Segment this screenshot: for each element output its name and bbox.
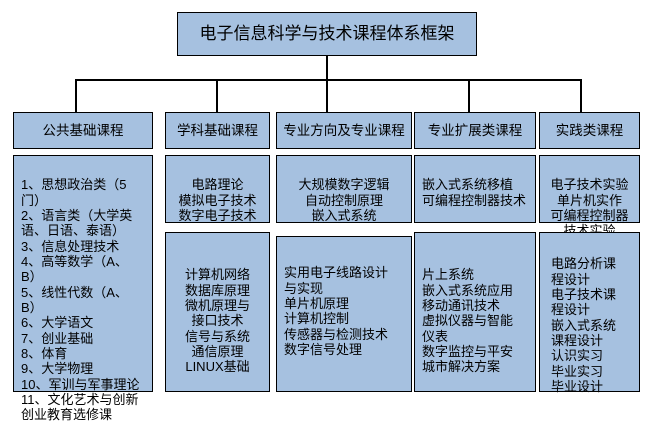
column-2-box-1-text: 电路理论 模拟电子技术 数字电子技术 <box>178 177 257 223</box>
root-node-course-system-framework: 电子信息科学与技术课程体系框架 <box>177 12 477 56</box>
column-3-box-2-text: 实用电子线路设计 与实现 单片机原理 计算机控制 传感器与检测技术 数字信号处理 <box>284 265 389 357</box>
column-4-box-1: 嵌入式系统移植 可编程控制器技术 <box>414 155 536 223</box>
column-header-label: 实践类课程 <box>555 122 624 138</box>
column-2-box-2: 计算机网络 数据库原理 微机原理与 接口技术 信号与系统 通信原理 LINUX基… <box>165 232 270 392</box>
column-header-major-direction-courses: 专业方向及专业课程 <box>276 112 412 149</box>
column-4-box-1-text: 嵌入式系统移植 可编程控制器技术 <box>422 177 527 208</box>
connector-drop-col-4 <box>468 79 470 112</box>
column-header-major-extension-courses: 专业扩展类课程 <box>414 112 536 149</box>
column-header-label: 学科基础课程 <box>177 122 258 138</box>
column-3-box-1: 大规模数字逻辑 自动控制原理 嵌入式系统 <box>276 155 412 223</box>
column-1-box-1-text: 1、思想政治类（5门） 2、语言类（大学英语、日语、泰语） 3、信息处理技术 4… <box>21 177 140 423</box>
column-header-label: 专业方向及专业课程 <box>283 122 405 138</box>
column-3-box-1-text: 大规模数字逻辑 自动控制原理 嵌入式系统 <box>298 177 390 223</box>
column-header-practice-courses: 实践类课程 <box>539 112 640 149</box>
column-header-label: 公共基础课程 <box>42 122 124 138</box>
column-4-box-2: 片上系统 嵌入式系统应用 移动通讯技术 虚拟仪器与智能 仪表 数字监控与平安 城… <box>414 232 536 392</box>
column-4-box-2-text: 片上系统 嵌入式系统应用 移动通讯技术 虚拟仪器与智能 仪表 数字监控与平安 城… <box>422 267 514 375</box>
column-5-box-1: 电子技术实验 单片机实作 可编程控制器 技术实验 <box>539 155 640 238</box>
column-3-box-2: 实用电子线路设计 与实现 单片机原理 计算机控制 传感器与检测技术 数字信号处理 <box>276 236 412 392</box>
connector-drop-col-2 <box>216 79 218 112</box>
column-5-box-1-text: 电子技术实验 单片机实作 可编程控制器 技术实验 <box>550 177 629 239</box>
root-node-label: 电子信息科学与技术课程体系框架 <box>199 23 455 43</box>
connector-drop-col-5 <box>580 79 582 112</box>
column-5-box-2-text: 电路分析课 程设计 电子技术课 程设计 嵌入式系统 课程设计 认识实习 毕业实习… <box>551 256 617 394</box>
column-header-discipline-basic-courses: 学科基础课程 <box>165 112 270 149</box>
column-1-box-1: 1、思想政治类（5门） 2、语言类（大学英语、日语、泰语） 3、信息处理技术 4… <box>13 155 153 422</box>
column-header-public-basic-courses: 公共基础课程 <box>13 112 153 149</box>
connector-drop-col-3 <box>326 79 328 112</box>
column-2-box-2-text: 计算机网络 数据库原理 微机原理与 接口技术 信号与系统 通信原理 LINUX基… <box>184 267 250 375</box>
connector-drop-col-1 <box>75 79 77 112</box>
column-2-box-1: 电路理论 模拟电子技术 数字电子技术 <box>165 155 270 223</box>
column-header-label: 专业扩展类课程 <box>427 122 523 138</box>
column-5-box-2: 电路分析课 程设计 电子技术课 程设计 嵌入式系统 课程设计 认识实习 毕业实习… <box>539 232 640 394</box>
